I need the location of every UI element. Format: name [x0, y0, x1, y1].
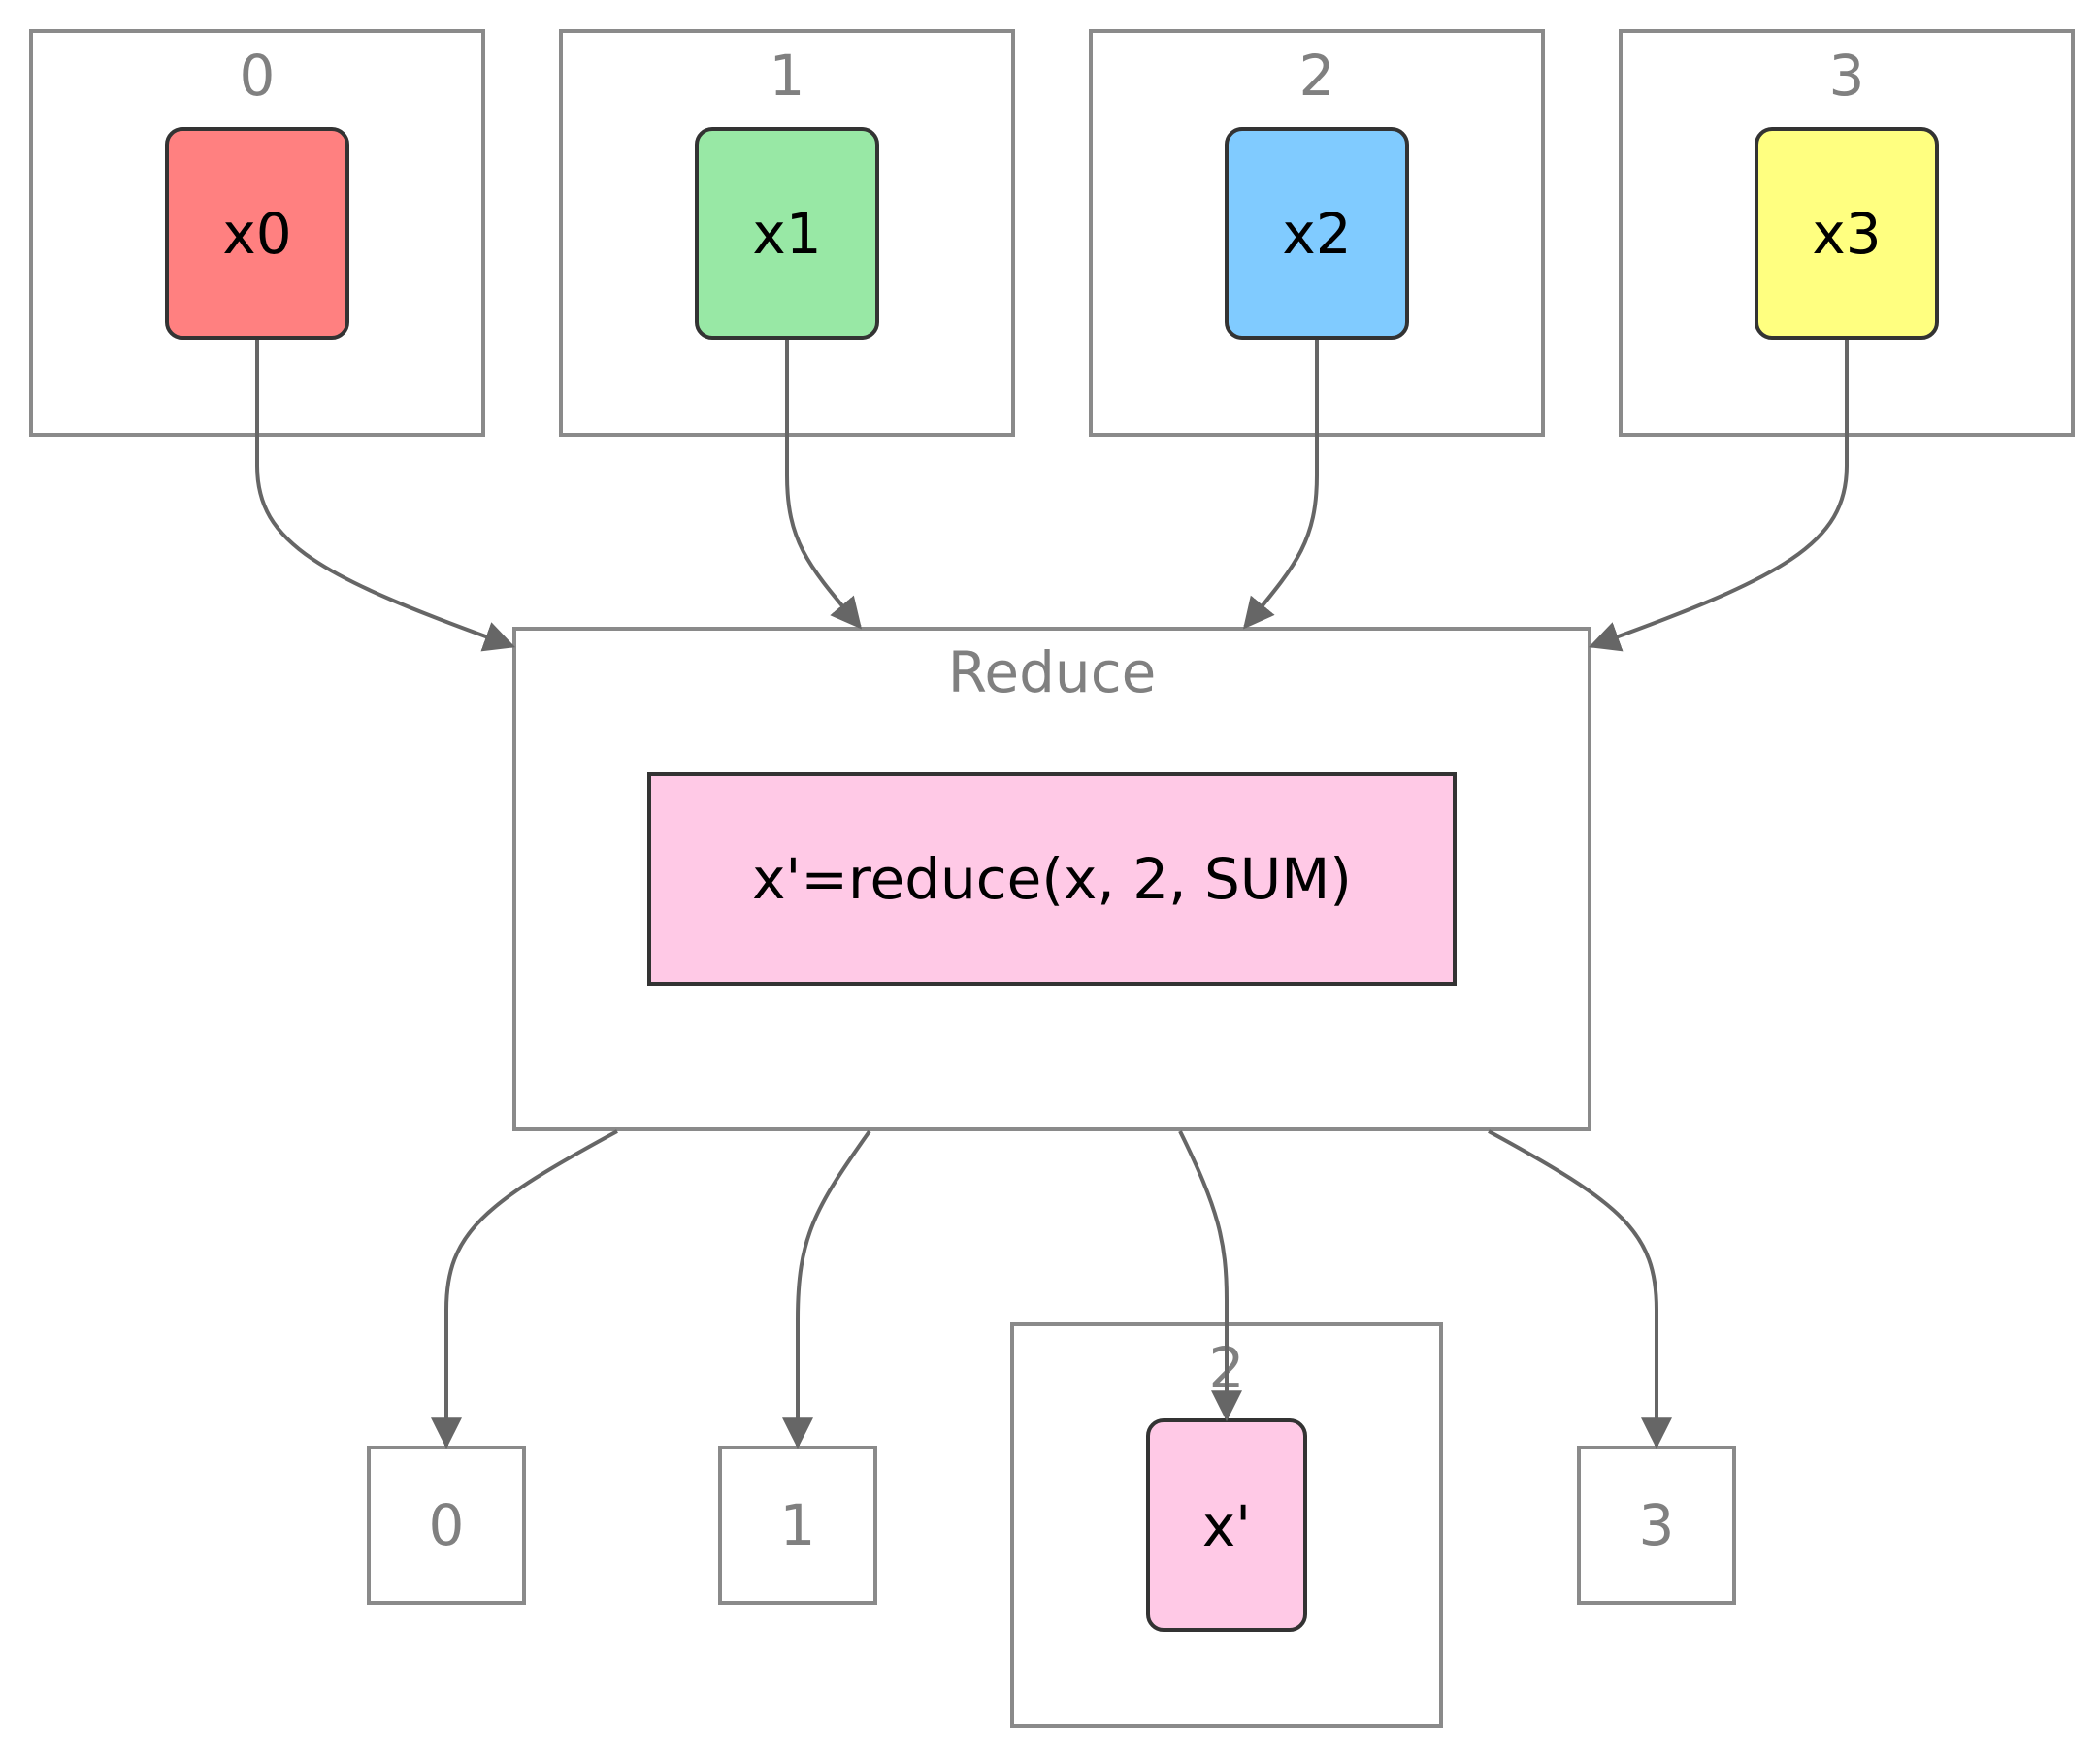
edge-x1-to-reduce	[785, 340, 863, 630]
input-cluster-0-label: 0	[240, 43, 276, 109]
edge-x3-to-reduce	[1588, 340, 1849, 652]
reduce-op-label: x'=reduce(x, 2, SUM)	[752, 846, 1352, 912]
node-x3	[1755, 127, 1939, 340]
output-rank-0: 0	[367, 1446, 526, 1605]
node-x2	[1225, 127, 1409, 340]
edge-x0-to-reduce	[255, 340, 516, 652]
output-rank-0-frame	[367, 1446, 526, 1605]
output-rank-1-label: 1	[780, 1492, 816, 1558]
node-x2-label: x2	[1282, 201, 1351, 267]
node-x0	[165, 127, 349, 340]
edge-reduce-to-rank-1	[782, 1129, 871, 1449]
node-x1-label: x1	[752, 201, 821, 267]
output-rank-3-label: 3	[1639, 1492, 1675, 1558]
output-rank-3: 3	[1577, 1446, 1736, 1605]
edge-reduce-to-rank-0	[431, 1129, 618, 1449]
output-rank-0-label: 0	[429, 1492, 465, 1558]
reduce-cluster-label: Reduce	[948, 639, 1157, 705]
reduce-cluster: Reduce x'=reduce(x, 2, SUM)	[512, 627, 1591, 1131]
node-x0-label: x0	[222, 201, 291, 267]
input-cluster-3-label: 3	[1829, 43, 1865, 109]
input-cluster-1-label: 1	[770, 43, 805, 109]
node-x1	[695, 127, 879, 340]
node-x3-label: x3	[1812, 201, 1881, 267]
edge-reduce-to-rank-3	[1488, 1129, 1672, 1449]
input-cluster-1: 1 x1	[559, 29, 1015, 437]
input-cluster-2-label: 2	[1299, 43, 1335, 109]
output-rank-3-frame	[1577, 1446, 1736, 1605]
output-rank-1: 1	[718, 1446, 877, 1605]
edge-x2-to-reduce	[1242, 340, 1319, 630]
node-x-prime-label: x'	[1202, 1493, 1251, 1559]
edge-reduce-to-x-prime	[1178, 1130, 1242, 1422]
reduce-op-node	[647, 772, 1457, 986]
